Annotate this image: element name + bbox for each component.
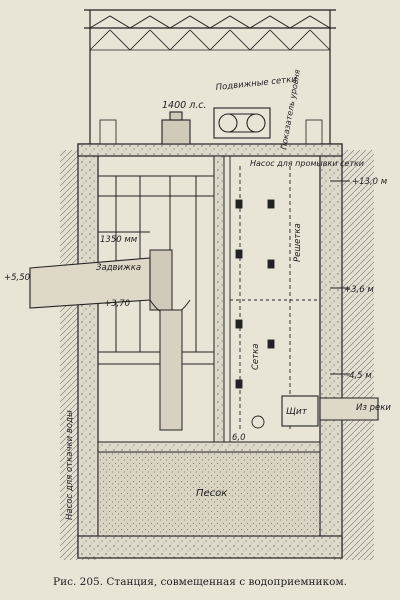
power-label: 1400 л.с. bbox=[162, 100, 207, 111]
screen-label: Сетка bbox=[251, 344, 261, 370]
shield-box bbox=[281, 395, 319, 427]
sand-block bbox=[97, 451, 321, 537]
outlet-pipe bbox=[29, 257, 151, 309]
diameter-label: 1350 мм bbox=[100, 235, 138, 245]
sliding-screens-label: Подвижные сетки bbox=[215, 74, 297, 93]
elev-outlet-label: +5,50 bbox=[4, 273, 30, 283]
top-slab bbox=[77, 143, 343, 157]
screen-drive bbox=[213, 107, 271, 139]
bottom-slab bbox=[77, 535, 343, 559]
left-wall bbox=[77, 143, 99, 557]
pump-hall-structure bbox=[98, 175, 214, 431]
elev-low-label: -4,5 м bbox=[346, 371, 372, 381]
screen-chamber bbox=[229, 155, 321, 443]
intermediate-slab bbox=[97, 441, 321, 453]
drain-pump-label: Насос для откачки воды bbox=[65, 410, 75, 520]
grating-label: Решетка bbox=[293, 223, 303, 262]
valve-label: Задвижка bbox=[96, 263, 141, 273]
river-inlet bbox=[319, 397, 379, 421]
screen-chamber-wall bbox=[213, 155, 225, 443]
elev-bottom-label: 6,0 bbox=[232, 433, 246, 443]
elev-top-label: +13,0 м bbox=[352, 177, 388, 187]
right-wall bbox=[319, 143, 343, 557]
motor bbox=[161, 111, 191, 145]
elev-mid-label: +3,6 м bbox=[344, 285, 374, 295]
superstructure bbox=[84, 9, 336, 145]
shield-label: Щит bbox=[286, 407, 308, 417]
sand-label: Песок bbox=[196, 488, 227, 499]
wash-pump-label: Насос для промывки сетки bbox=[250, 159, 364, 168]
figure-caption: Рис. 205. Станция, совмещенная с водопри… bbox=[53, 576, 347, 588]
from-river-label: Из реки bbox=[356, 403, 391, 413]
elev-platform-label: +3,70 bbox=[104, 299, 130, 309]
level-markers bbox=[330, 180, 350, 375]
